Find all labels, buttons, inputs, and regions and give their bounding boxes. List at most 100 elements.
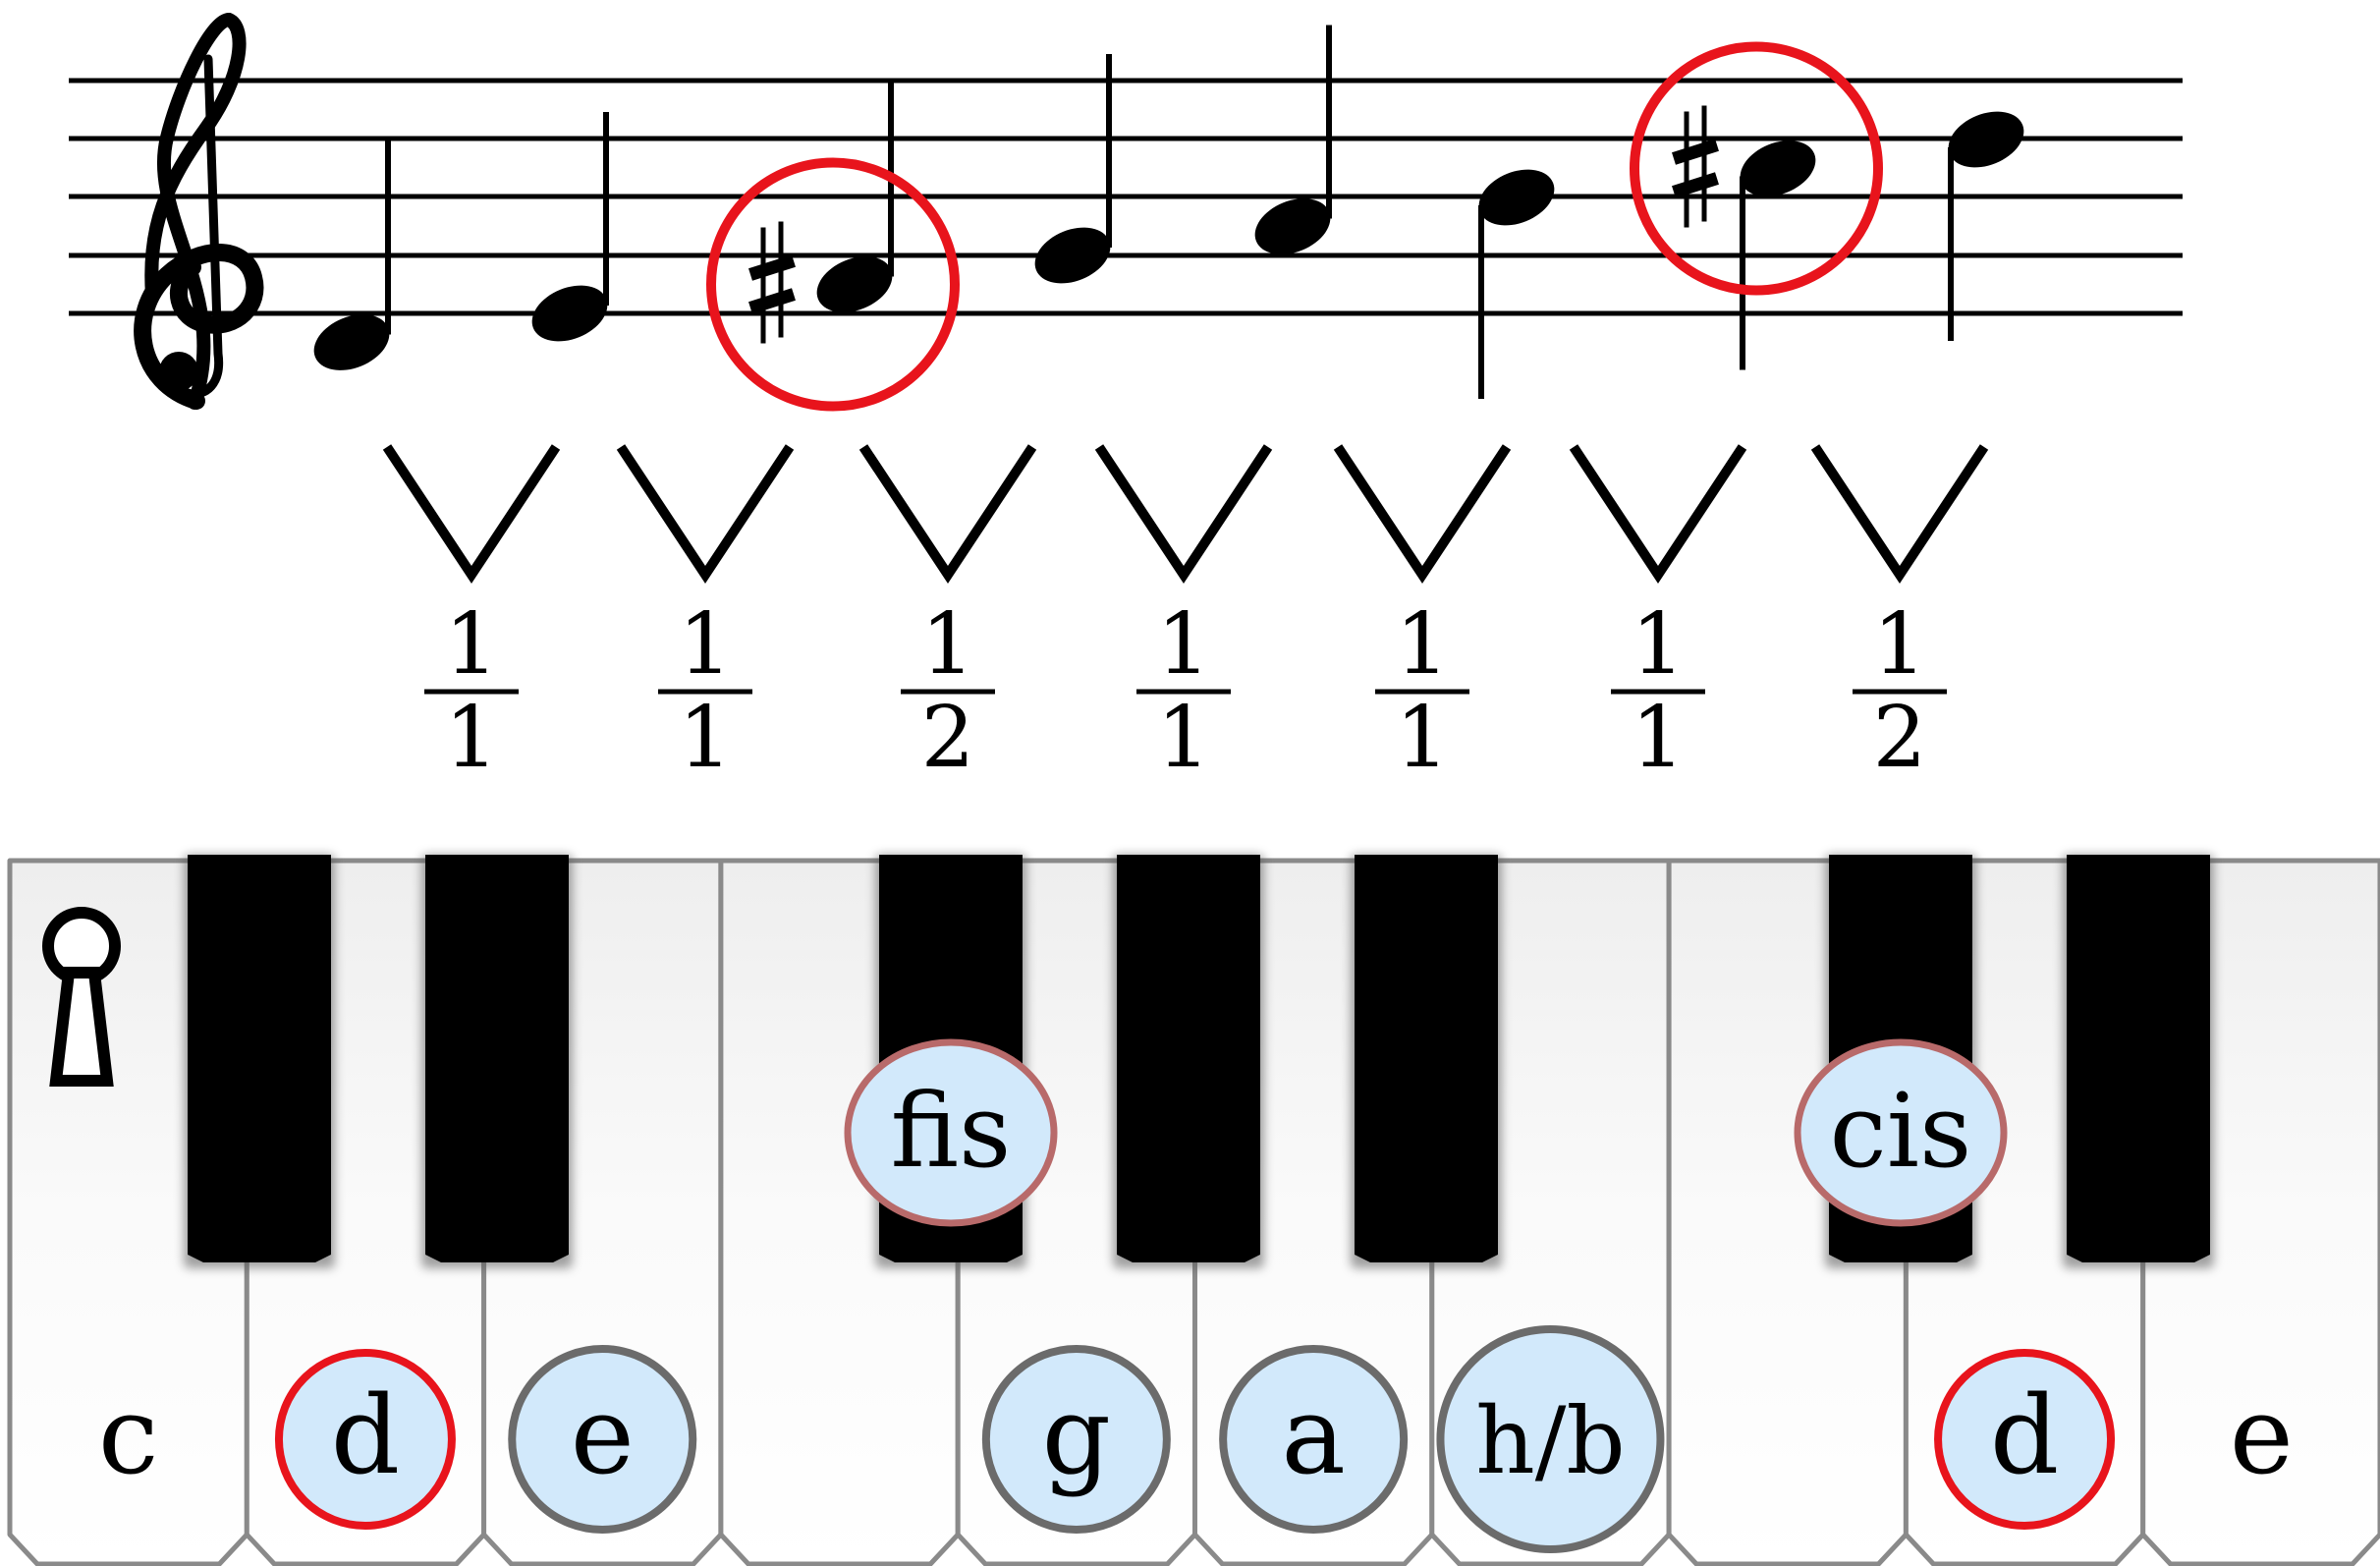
interval-denominator: 2 xyxy=(1873,689,1927,787)
interval-2: 12 xyxy=(858,444,1037,787)
black-key-1 xyxy=(421,855,573,1268)
interval-numerator: 1 xyxy=(1396,595,1450,694)
interval-denominator: 1 xyxy=(1157,689,1211,787)
scale-marker xyxy=(1219,1345,1409,1534)
interval-numerator: 1 xyxy=(921,595,975,694)
notehead xyxy=(1254,198,1331,254)
sharp-stroke xyxy=(748,254,796,281)
notehead xyxy=(1740,140,1816,196)
sharp-icon xyxy=(748,221,796,344)
sharp-stroke xyxy=(1672,139,1719,165)
accidental-highlights xyxy=(706,41,1883,412)
white-key-label: a xyxy=(1281,1372,1346,1498)
interval-chevron xyxy=(1810,444,1989,585)
interval-numerator: 1 xyxy=(1873,595,1927,694)
interval-3: 11 xyxy=(1094,444,1273,787)
black-key-3 xyxy=(1113,855,1264,1268)
note-fis xyxy=(748,83,894,344)
staff-lines xyxy=(69,78,2183,316)
interval-chevron xyxy=(1333,444,1512,585)
notehead xyxy=(1948,111,2024,168)
interval-0: 11 xyxy=(382,444,561,787)
interval-chevron xyxy=(1569,444,1747,585)
sharp-stroke xyxy=(1672,172,1719,198)
sharp-stroke xyxy=(748,288,796,314)
black-key-marker-fis: fis xyxy=(844,1038,1058,1227)
note-g xyxy=(1034,54,1112,284)
white-key-marker-8: d xyxy=(1934,1349,2116,1530)
white-key-marker-9: e xyxy=(2230,1372,2294,1498)
note-a xyxy=(1254,25,1332,254)
white-key-label: e xyxy=(571,1372,635,1498)
notehead xyxy=(1478,169,1555,226)
interval-chevron xyxy=(382,444,561,585)
black-key-6 xyxy=(2063,855,2214,1268)
white-key-marker-1: d xyxy=(274,1349,456,1530)
white-key-marker-6: h/b xyxy=(1436,1325,1665,1553)
white-key-label: g xyxy=(1042,1372,1111,1498)
black-key-marker-cis: cis xyxy=(1794,1038,2008,1227)
white-key-marker-0: c xyxy=(98,1372,159,1498)
marker-bubble xyxy=(1794,1038,2008,1227)
white-key-label: d xyxy=(331,1372,400,1498)
interval-numerator: 1 xyxy=(1632,595,1686,694)
interval-denominator: 1 xyxy=(445,689,499,787)
keyhole-icon xyxy=(42,907,121,1087)
black-key xyxy=(1117,855,1260,1262)
highlight-ring-cis xyxy=(1630,41,1883,296)
marker-label: cis xyxy=(1830,1071,1972,1191)
interval-numerator: 1 xyxy=(1157,595,1211,694)
interval-denominator: 1 xyxy=(1396,689,1450,787)
root-marker xyxy=(1934,1349,2116,1530)
black-key-markers: fis cis xyxy=(844,1038,2008,1227)
white-key-marker-5: a xyxy=(1219,1345,1409,1534)
treble-clef-icon xyxy=(134,12,264,410)
scale-marker xyxy=(1436,1325,1665,1553)
black-key-4 xyxy=(1351,855,1502,1268)
highlight-ring-fis xyxy=(706,157,960,412)
white-key-label: h/b xyxy=(1475,1388,1625,1495)
interval-chevron xyxy=(616,444,795,585)
black-key-0 xyxy=(184,855,335,1268)
note-e xyxy=(531,112,609,342)
notehead xyxy=(1034,227,1111,284)
interval-5: 11 xyxy=(1569,444,1747,787)
marker-label: fis xyxy=(891,1071,1012,1191)
notehead xyxy=(313,314,390,370)
interval-6: 12 xyxy=(1810,444,1989,787)
interval-denominator: 1 xyxy=(1632,689,1686,787)
interval-1: 11 xyxy=(616,444,795,787)
white-key-markers: c d e g a h/b d e xyxy=(98,1325,2294,1553)
white-key-label: c xyxy=(98,1372,159,1498)
interval-4: 11 xyxy=(1333,444,1512,787)
notehead xyxy=(531,285,608,342)
interval-numerator: 1 xyxy=(679,595,733,694)
interval-denominator: 2 xyxy=(921,689,975,787)
white-key-marker-2: e xyxy=(508,1345,697,1534)
sharp-icon xyxy=(1672,105,1719,228)
marker-bubble xyxy=(844,1038,1058,1227)
black-key xyxy=(2067,855,2210,1262)
notehead xyxy=(816,256,893,312)
white-key-label: d xyxy=(1990,1372,2059,1498)
interval-numerator: 1 xyxy=(445,595,499,694)
note-d xyxy=(313,140,391,370)
interval-denominator: 1 xyxy=(679,689,733,787)
root-marker xyxy=(274,1349,456,1530)
scale-marker xyxy=(508,1345,697,1534)
note-h xyxy=(1478,169,1555,399)
white-key-marker-4: g xyxy=(981,1345,1171,1534)
note-d xyxy=(1948,111,2024,341)
note-cis xyxy=(1672,105,1816,370)
black-key xyxy=(188,855,331,1262)
interval-chevron xyxy=(858,444,1037,585)
scale-marker xyxy=(981,1345,1171,1534)
interval-chevron xyxy=(1094,444,1273,585)
black-key xyxy=(1355,855,1498,1262)
white-key-label: e xyxy=(2230,1372,2294,1498)
piano-keyboard: fis cis c d e g a h/b d e xyxy=(7,855,2380,1566)
black-key xyxy=(425,855,569,1262)
music-staff xyxy=(69,12,2183,412)
